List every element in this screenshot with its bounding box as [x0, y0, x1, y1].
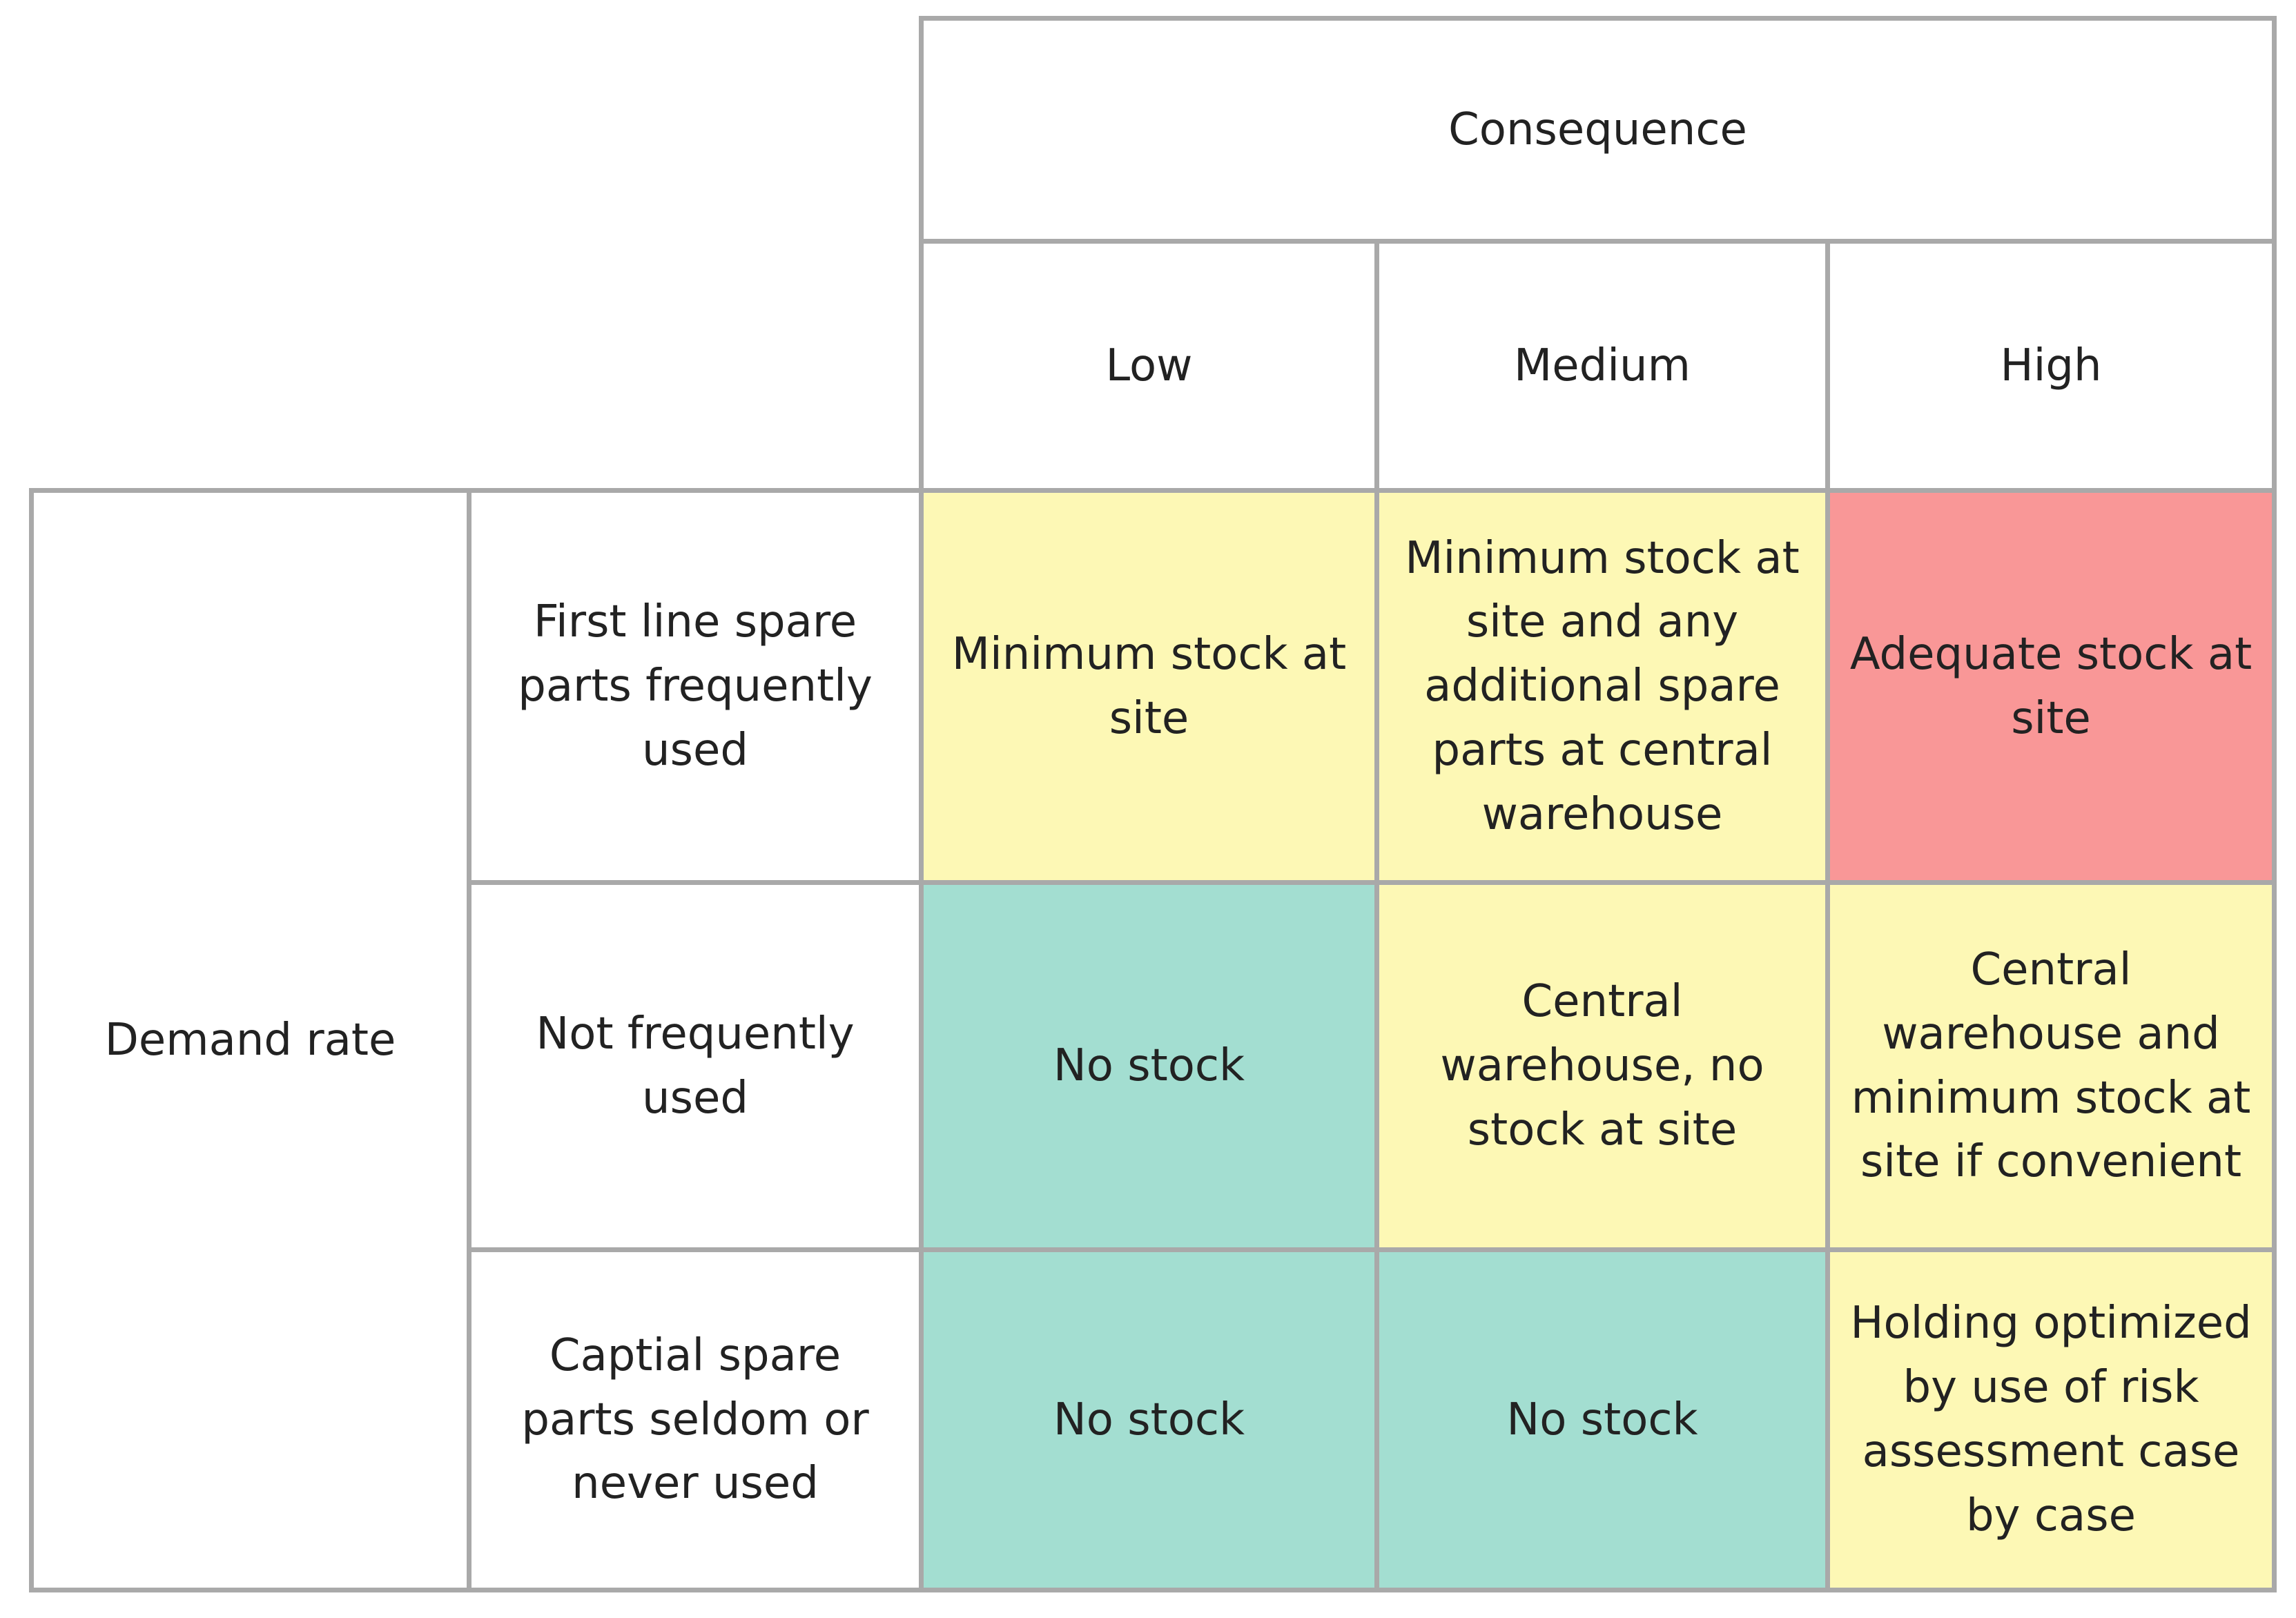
matrix-cell: No stock	[1374, 1247, 1830, 1592]
column-header-label: Low	[1105, 340, 1193, 391]
demand-rate-label: Demand rate	[104, 1014, 396, 1066]
consequence-header: Consequence	[919, 16, 2277, 244]
column-header-label: High	[2000, 340, 2102, 391]
cell-text: Holding optimized by use of risk assessm…	[1850, 1298, 2252, 1541]
cell-text: Minimum stock at site	[951, 628, 1347, 744]
matrix-cell: Adequate stock at site	[1825, 488, 2277, 885]
column-header-high: High	[1825, 239, 2277, 493]
matrix-cell: No stock	[919, 1247, 1379, 1592]
cell-text: Minimum stock at site and any additional…	[1405, 532, 1800, 840]
matrix-cell: No stock	[919, 880, 1379, 1252]
cell-text: No stock	[1506, 1394, 1698, 1445]
cell-text: Adequate stock at site	[1849, 628, 2253, 744]
cell-text: Central warehouse and minimum stock at s…	[1851, 944, 2251, 1188]
cell-text: No stock	[1053, 1040, 1245, 1092]
row-label: Not frequently used	[536, 1008, 855, 1124]
row-label: Captial spare parts seldom or never used	[521, 1329, 869, 1510]
row-label-capital-spare-parts: Captial spare parts seldom or never used	[467, 1247, 924, 1592]
cell-text: No stock	[1053, 1394, 1245, 1445]
cell-text: Central warehouse, no stock at site	[1440, 976, 1764, 1156]
row-label: First line spare parts frequently used	[518, 596, 873, 776]
demand-rate-label-cell: Demand rate	[29, 488, 471, 1592]
column-header-label: Medium	[1514, 340, 1691, 391]
matrix-cell: Minimum stock at site	[919, 488, 1379, 885]
matrix-cell: Holding optimized by use of risk assessm…	[1825, 1247, 2277, 1592]
consequence-label: Consequence	[1448, 104, 1747, 155]
matrix-cell: Central warehouse and minimum stock at s…	[1825, 880, 2277, 1252]
matrix-cell: Central warehouse, no stock at site	[1374, 880, 1830, 1252]
column-header-medium: Medium	[1374, 239, 1830, 493]
row-label-frequently-used: First line spare parts frequently used	[467, 488, 924, 885]
column-header-low: Low	[919, 239, 1379, 493]
matrix-cell: Minimum stock at site and any additional…	[1374, 488, 1830, 885]
row-label-not-frequently-used: Not frequently used	[467, 880, 924, 1252]
